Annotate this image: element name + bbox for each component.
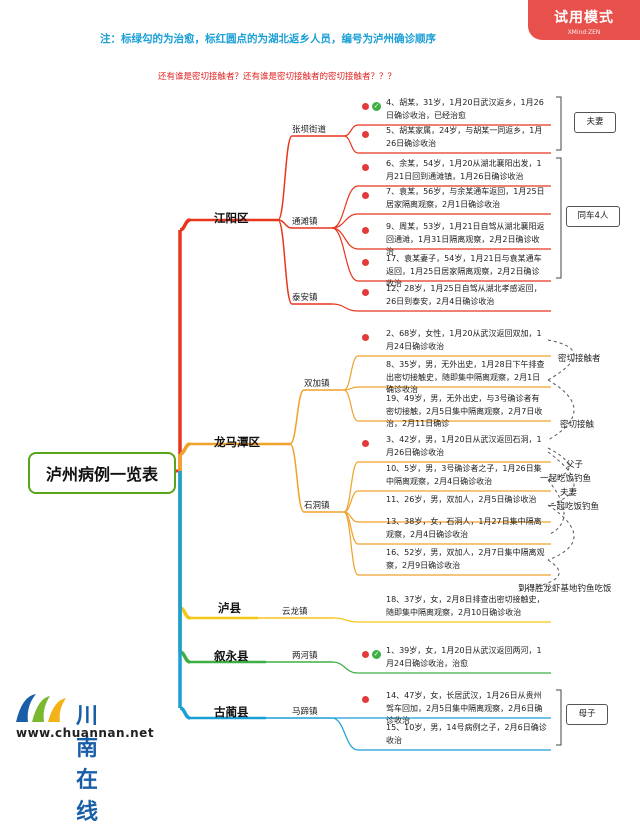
- hubei-returnee-dot: [362, 651, 369, 658]
- tag-fish-1: 一起吃饭钓鱼: [540, 474, 592, 484]
- hubei-returnee-dot: [362, 227, 369, 234]
- relation-arc: [547, 447, 570, 481]
- trial-mode-badge: 试用模式 XMind·ZEN: [528, 0, 640, 40]
- town-connector: [289, 443, 305, 513]
- district-label[interactable]: 江阳区: [214, 211, 249, 225]
- relation-arc: [547, 479, 565, 536]
- leaf-connector: [343, 490, 359, 513]
- case-entry[interactable]: 10、5岁，男，3号确诊者之子，1月26日集中隔离观察，2月4日确诊收治: [386, 464, 542, 486]
- leaf-connector: [331, 227, 359, 250]
- leaf-connector: [343, 511, 359, 576]
- relation-arc: [547, 339, 575, 381]
- tag-father-son: 父子: [566, 460, 584, 470]
- case-entry[interactable]: 14、47岁，女，长居武汉，1月26日从贵州驾车回加，2月5日集中隔离观察，2月…: [386, 691, 543, 725]
- hubei-returnee-dot: [362, 696, 369, 703]
- hubei-returnee-dot: [362, 103, 369, 110]
- logo-chinese-name: 川南在线: [76, 704, 100, 825]
- case-entry[interactable]: 11、26岁，男，双加人，2月5日确诊收治: [386, 495, 537, 504]
- leaf-connector: [343, 135, 359, 154]
- case-entry[interactable]: 3、42岁，男，1月20日从武汉返回石洞，1月26日确诊收治: [386, 435, 542, 457]
- leaf-connector: [331, 717, 359, 751]
- town-connector: [277, 219, 293, 229]
- root-topic[interactable]: 泸州病例一览表: [28, 452, 176, 494]
- case-entry[interactable]: 18、37岁，女，2月8日排查出密切接触史，随即集中隔离观察，2月10日确诊收治: [386, 595, 545, 617]
- district-bend: [179, 218, 191, 232]
- legend-note: 注：标绿勾的为治愈，标红圆点的为湖北返乡人员，编号为泸州确诊顺序: [100, 33, 436, 45]
- town-label[interactable]: 马蹄镇: [292, 707, 318, 717]
- tag-mother-son: 母子: [566, 704, 608, 725]
- cured-check-icon: ✓: [372, 650, 381, 659]
- same-car-bracket: [556, 157, 562, 279]
- mind-map-connectors: [172, 96, 575, 751]
- relation-arc: [547, 379, 575, 441]
- brand-label: XMind·ZEN: [567, 29, 601, 36]
- town-label[interactable]: 张坝街道: [292, 125, 327, 135]
- case-entry[interactable]: 8、35岁，男，无外出史，1月28日下午排查出密切接触史，随即集中隔离观察，2月…: [386, 360, 545, 394]
- town-label[interactable]: 双加镇: [304, 379, 330, 389]
- tag-close-contact-a: 密切接触者: [558, 354, 601, 364]
- case-entry[interactable]: 5、胡某家属，24岁，与胡某一同返乡，1月26日确诊收治: [386, 126, 543, 148]
- leaf-connector: [331, 213, 359, 229]
- hubei-returnee-dot: [362, 289, 369, 296]
- case-entry[interactable]: 4、胡某，31岁，1月20日武汉返乡，1月26日确诊收治，已经治愈: [386, 98, 544, 120]
- trial-mode-label: 试用模式: [554, 10, 614, 26]
- site-logo: 川南在线 www.chuannan.net: [12, 688, 154, 825]
- district-bend: [179, 442, 191, 456]
- tag-couple: 夫妻: [574, 112, 616, 133]
- case-entry[interactable]: 13、38岁，女，石洞人，1月27日集中隔离观察，2月4日确诊收治: [386, 517, 542, 539]
- couple-bracket: [556, 96, 562, 151]
- leaf-connector: [343, 355, 359, 391]
- town-connector: [289, 389, 305, 445]
- case-entry[interactable]: 6、余某，54岁，1月20从湖北襄阳出发，1月21日回到通滩镇，1月26日确诊收…: [386, 159, 542, 181]
- question-text: 还有谁是密切接触者？还有谁是密切接触者的密切接触者？？？: [158, 72, 397, 82]
- case-entry[interactable]: 17、袁某妻子，54岁，1月21日与袁某通车返回，1月25日居家隔离观察，2月2…: [386, 254, 542, 288]
- case-entry[interactable]: 2、68岁，女性，1月20从武汉返回双加，1月24日确诊收治: [386, 329, 542, 351]
- district-label[interactable]: 叙永县: [214, 649, 249, 663]
- case-entry[interactable]: 9、周某，53岁，1月21日自驾从湖北襄阳返回通滩，1月31日隔离观察，2月2日…: [386, 222, 545, 256]
- tag-fish-2: 一起吃饭钓鱼: [548, 502, 600, 512]
- leaf-connector: [343, 389, 359, 422]
- leaf-connector: [331, 661, 359, 674]
- hubei-returnee-dot: [362, 192, 369, 199]
- case-entry[interactable]: 12、28岁，1月25日自驾从湖北孝感返回，26日到泰安，2月4日确诊收治: [386, 284, 542, 306]
- leaf-connector: [331, 227, 359, 282]
- tag-couple-2: 夫妻: [560, 488, 578, 498]
- district-bend: [179, 706, 191, 720]
- leaf-connector: [331, 303, 359, 312]
- logo-url: www.chuannan.net: [16, 726, 155, 740]
- case-entry[interactable]: 15、10岁，男，14号病例之子，2月6日确诊收治: [386, 723, 547, 745]
- tag-close-contact-b: 密切接触: [560, 420, 595, 430]
- hubei-returnee-dot: [362, 259, 369, 266]
- case-entry[interactable]: 7、袁某，56岁，与余某通车返回，1月25日居家隔离观察，2月1日确诊收治: [386, 187, 545, 209]
- case-entry[interactable]: 16、52岁，男，双加人，2月7日集中隔离观察，2月9日确诊收治: [386, 548, 545, 570]
- tag-same-car: 同车4人: [566, 206, 620, 227]
- case-entry[interactable]: 19、49岁，男，无外出史，与3号确诊者有密切接触，2月5日集中隔离观察，2月7…: [386, 394, 543, 428]
- district-label[interactable]: 古蔺县: [214, 705, 249, 719]
- hubei-returnee-dot: [362, 131, 369, 138]
- town-label[interactable]: 石洞镇: [304, 501, 330, 511]
- mother-son-bracket: [556, 689, 562, 746]
- hubei-returnee-dot: [362, 440, 369, 447]
- district-label[interactable]: 龙马潭区: [214, 435, 260, 449]
- relation-arc: [547, 451, 575, 506]
- town-label[interactable]: 通滩镇: [292, 217, 318, 227]
- hubei-returnee-dot: [362, 334, 369, 341]
- leaf-connector: [331, 185, 359, 229]
- leaf-connector: [333, 617, 359, 623]
- town-label[interactable]: 两河镇: [292, 651, 318, 661]
- leaf-connector: [343, 461, 359, 513]
- town-connector: [277, 219, 293, 305]
- hubei-returnee-dot: [362, 164, 369, 171]
- logo-emblem-icon: [16, 694, 66, 722]
- town-label[interactable]: 云龙镇: [282, 607, 308, 617]
- town-label[interactable]: 泰安镇: [292, 293, 318, 303]
- town-connector: [277, 135, 293, 221]
- district-label[interactable]: 泸县: [218, 601, 241, 615]
- tag-restaurant: 到得胜龙虾基地钓鱼吃饭: [518, 584, 612, 594]
- cured-check-icon: ✓: [372, 102, 381, 111]
- leaf-connector: [343, 124, 359, 137]
- case-entry[interactable]: 1、39岁，女，1月20日从武汉返回两河，1月24日确诊收治，治愈: [386, 646, 542, 668]
